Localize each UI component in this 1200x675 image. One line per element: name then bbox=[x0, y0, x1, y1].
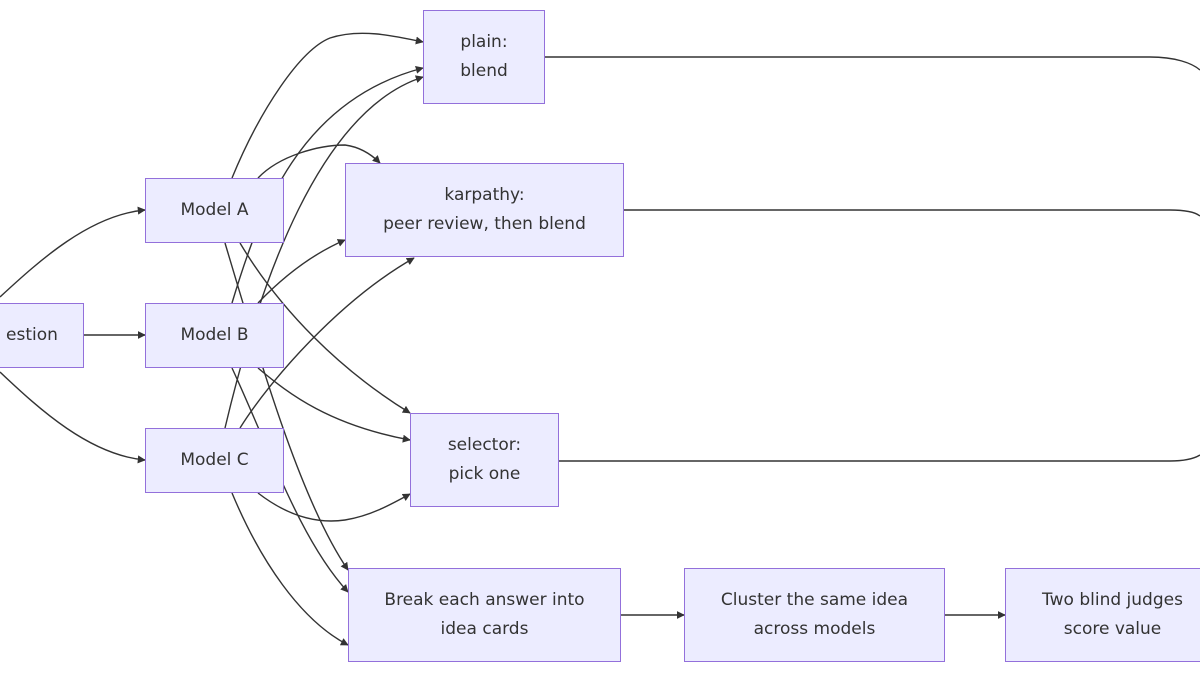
edge-model-b-selector bbox=[257, 367, 411, 443]
node-model-a: Model A bbox=[145, 178, 284, 243]
node-selector-desc: pick one bbox=[448, 464, 521, 484]
node-judges-line2: score value bbox=[1063, 619, 1162, 639]
edge-model-a-plain bbox=[231, 32, 424, 179]
node-model-b: Model B bbox=[145, 303, 284, 368]
node-break-cards: Break each answer into idea cards bbox=[348, 568, 621, 662]
node-break-cards-line2: idea cards bbox=[440, 619, 529, 639]
node-selector-title: selector: bbox=[447, 435, 522, 455]
node-plain-title: plain: bbox=[460, 32, 508, 52]
node-cluster: Cluster the same idea across models bbox=[684, 568, 945, 662]
edge-model-a-selector bbox=[239, 242, 411, 414]
node-question: estion bbox=[0, 303, 84, 368]
edge-question-model-a bbox=[0, 206, 146, 298]
edge-model-c-karpathy bbox=[239, 257, 415, 429]
node-plain-desc: blend bbox=[460, 61, 508, 81]
node-model-c: Model C bbox=[145, 428, 284, 493]
edge-model-a-break bbox=[224, 242, 349, 571]
edge-model-b-karpathy bbox=[257, 239, 346, 304]
edge-selector-out bbox=[559, 454, 1200, 462]
node-judges-line1: Two blind judges bbox=[1042, 590, 1183, 610]
edge-plain-out bbox=[545, 56, 1200, 71]
node-karpathy-title: karpathy: bbox=[444, 185, 525, 205]
edge-model-a-karpathy bbox=[257, 144, 381, 179]
node-model-b-label: Model B bbox=[180, 325, 249, 345]
edge-karpathy-out bbox=[624, 209, 1200, 217]
node-karpathy-desc: peer review, then blend bbox=[383, 214, 586, 234]
edge-question-model-c bbox=[0, 371, 146, 464]
node-cluster-line1: Cluster the same idea bbox=[720, 590, 909, 610]
node-model-a-label: Model A bbox=[180, 200, 249, 220]
node-question-label: estion bbox=[6, 325, 58, 345]
edge-model-c-break bbox=[231, 492, 349, 646]
node-break-cards-line1: Break each answer into bbox=[384, 590, 585, 610]
node-judges: Two blind judges score value bbox=[1005, 568, 1200, 662]
node-model-c-label: Model C bbox=[180, 450, 249, 470]
node-selector: selector: pick one bbox=[410, 413, 559, 507]
edge-model-b-break bbox=[231, 367, 349, 593]
node-cluster-line2: across models bbox=[753, 619, 876, 639]
node-plain: plain: blend bbox=[423, 10, 545, 104]
node-karpathy: karpathy: peer review, then blend bbox=[345, 163, 624, 257]
edge-model-b-plain bbox=[231, 65, 424, 304]
edge-model-c-selector bbox=[257, 492, 411, 522]
